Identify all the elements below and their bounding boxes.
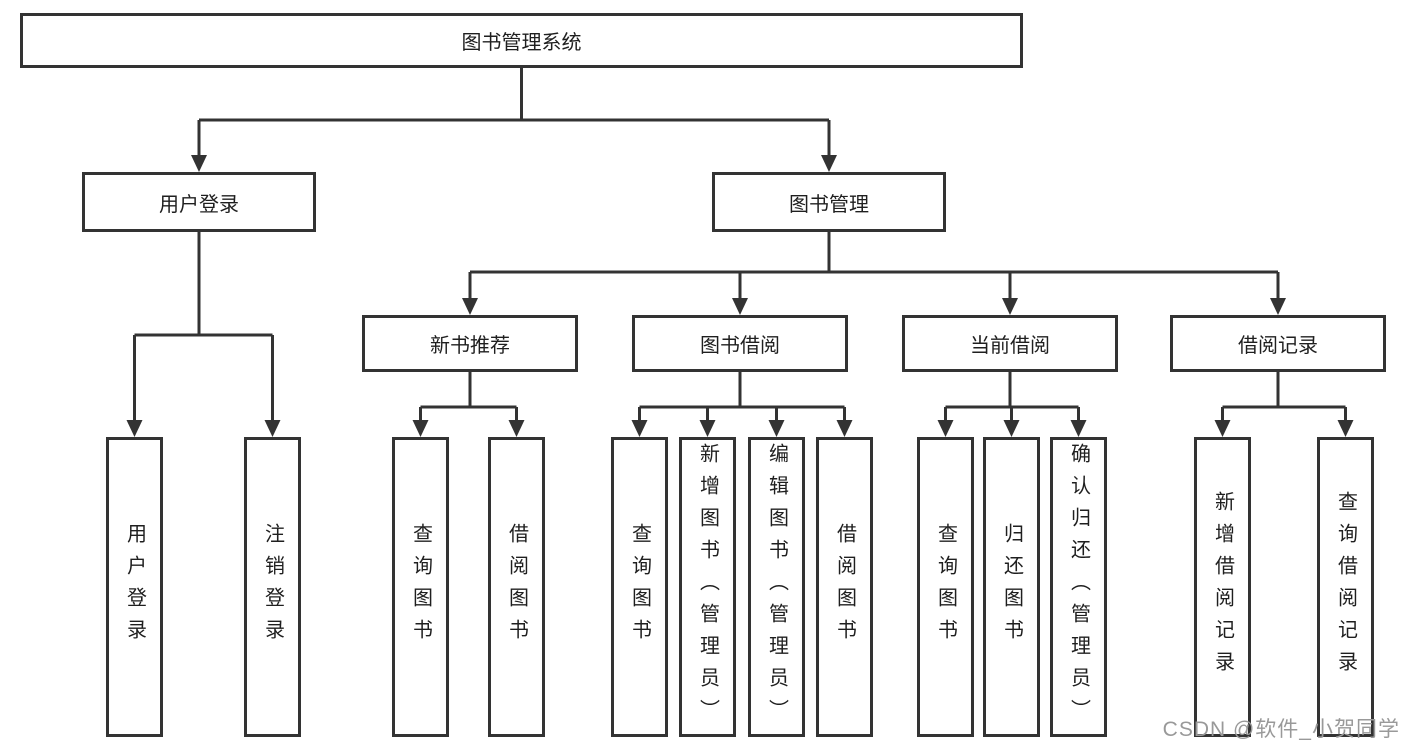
node-borrowing-records: 借阅记录 — [1170, 315, 1386, 372]
node-book-borrowing: 图书借阅 — [632, 315, 848, 372]
node-root-label: 图书管理系统 — [461, 32, 582, 54]
node-current-borrowing: 当前借阅 — [902, 315, 1118, 372]
leaf-edit-books-admin-label: 编辑图书（管理员） — [765, 443, 788, 731]
leaf-user-login-label: 用户登录 — [123, 523, 146, 651]
leaf-add-borrow-record-label: 新增借阅记录 — [1211, 491, 1234, 683]
leaf-query-books-recommend: 查询图书 — [392, 437, 449, 737]
node-user-login: 用户登录 — [82, 172, 316, 232]
leaf-borrow-books-label: 借阅图书 — [833, 523, 856, 651]
node-new-book-recommendation-label: 新书推荐 — [430, 335, 510, 357]
leaf-query-borrow-record-label: 查询借阅记录 — [1334, 491, 1357, 683]
leaf-borrow-books-recommend: 借阅图书 — [488, 437, 545, 737]
node-new-book-recommendation: 新书推荐 — [362, 315, 578, 372]
leaf-logout: 注销登录 — [244, 437, 301, 737]
leaf-return-books: 归还图书 — [983, 437, 1040, 737]
node-book-management-label: 图书管理 — [789, 193, 869, 216]
leaf-add-borrow-record: 新增借阅记录 — [1194, 437, 1251, 737]
node-book-management: 图书管理 — [712, 172, 946, 232]
leaf-query-books-borrow-label: 查询图书 — [628, 523, 651, 651]
leaf-confirm-return-admin: 确认归还（管理员） — [1050, 437, 1107, 737]
leaf-borrow-books: 借阅图书 — [816, 437, 873, 737]
leaf-add-books-admin: 新增图书（管理员） — [679, 437, 736, 737]
leaf-query-books-current: 查询图书 — [917, 437, 974, 737]
node-user-login-label: 用户登录 — [159, 193, 239, 216]
leaf-user-login: 用户登录 — [106, 437, 163, 737]
leaf-confirm-return-admin-label: 确认归还（管理员） — [1067, 443, 1090, 731]
node-root: 图书管理系统 — [20, 13, 1023, 68]
leaf-add-books-admin-label: 新增图书（管理员） — [696, 443, 719, 731]
node-book-borrowing-label: 图书借阅 — [700, 335, 780, 357]
leaf-borrow-books-recommend-label: 借阅图书 — [505, 523, 528, 651]
leaf-query-books-current-label: 查询图书 — [934, 523, 957, 651]
leaf-query-books-recommend-label: 查询图书 — [409, 523, 432, 651]
leaf-edit-books-admin: 编辑图书（管理员） — [748, 437, 805, 737]
leaf-query-books-borrow: 查询图书 — [611, 437, 668, 737]
leaf-return-books-label: 归还图书 — [1000, 523, 1023, 651]
csdn-watermark: CSDN @软件_小贺同学 — [1162, 718, 1400, 741]
leaf-logout-label: 注销登录 — [261, 523, 284, 651]
leaf-query-borrow-record: 查询借阅记录 — [1317, 437, 1374, 737]
node-borrowing-records-label: 借阅记录 — [1238, 335, 1318, 357]
node-current-borrowing-label: 当前借阅 — [970, 335, 1050, 357]
